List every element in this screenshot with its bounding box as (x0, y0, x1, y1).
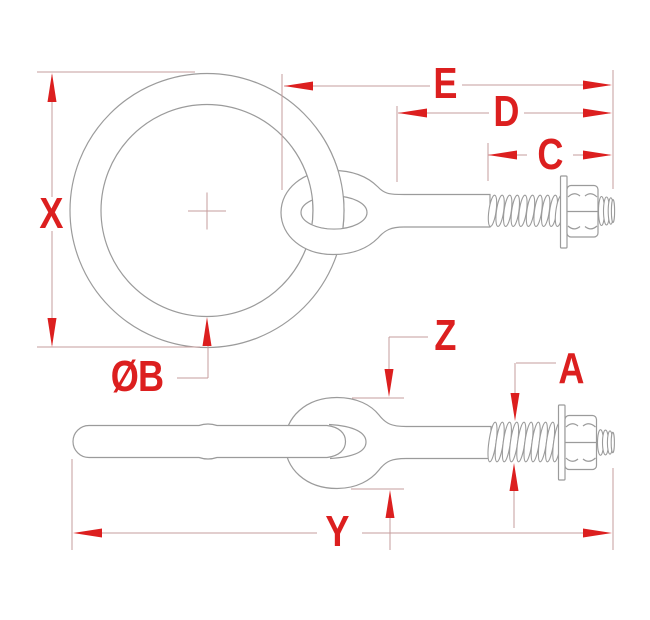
arrow-x-bottom (47, 318, 57, 347)
front-nut (566, 184, 599, 238)
arrow-y-right (583, 528, 612, 538)
dimension-arrows (47, 73, 612, 538)
arrow-c-right (583, 150, 612, 160)
front-washer (559, 175, 568, 249)
arrow-x-top (47, 73, 57, 102)
arrow-z-bottom (385, 490, 395, 518)
side-thread-tip (596, 429, 615, 456)
arrow-d-right (583, 108, 612, 118)
dim-label-z: Z (434, 311, 456, 360)
arrow-e-right (583, 80, 612, 90)
dim-label-e: E (433, 59, 457, 108)
arrow-diameter-b (202, 317, 212, 346)
front-thread-tip (597, 195, 616, 227)
dim-label-d: D (493, 87, 519, 136)
arrow-c-left (488, 150, 517, 160)
dim-label-c: C (537, 130, 563, 179)
arrow-a-top (510, 393, 520, 421)
dim-label-diameter-b: ØB (110, 352, 164, 401)
front-threads (487, 194, 565, 228)
arrow-d-left (398, 108, 427, 118)
dim-label-y: Y (325, 507, 349, 556)
dim-label-a: A (558, 344, 584, 393)
arrow-e-left (284, 81, 313, 91)
arrow-y-left (73, 528, 102, 538)
dim-label-x: X (39, 189, 63, 238)
side-washer (557, 404, 566, 481)
ring-center-mark (188, 192, 226, 230)
dimension-lines (37, 70, 614, 550)
arrow-z-top (384, 369, 394, 397)
side-nut (564, 414, 598, 471)
arrow-a-bottom (509, 463, 519, 491)
side-view-rod (72, 423, 367, 460)
side-threads (487, 421, 563, 463)
ring-front-overlap (292, 133, 345, 229)
